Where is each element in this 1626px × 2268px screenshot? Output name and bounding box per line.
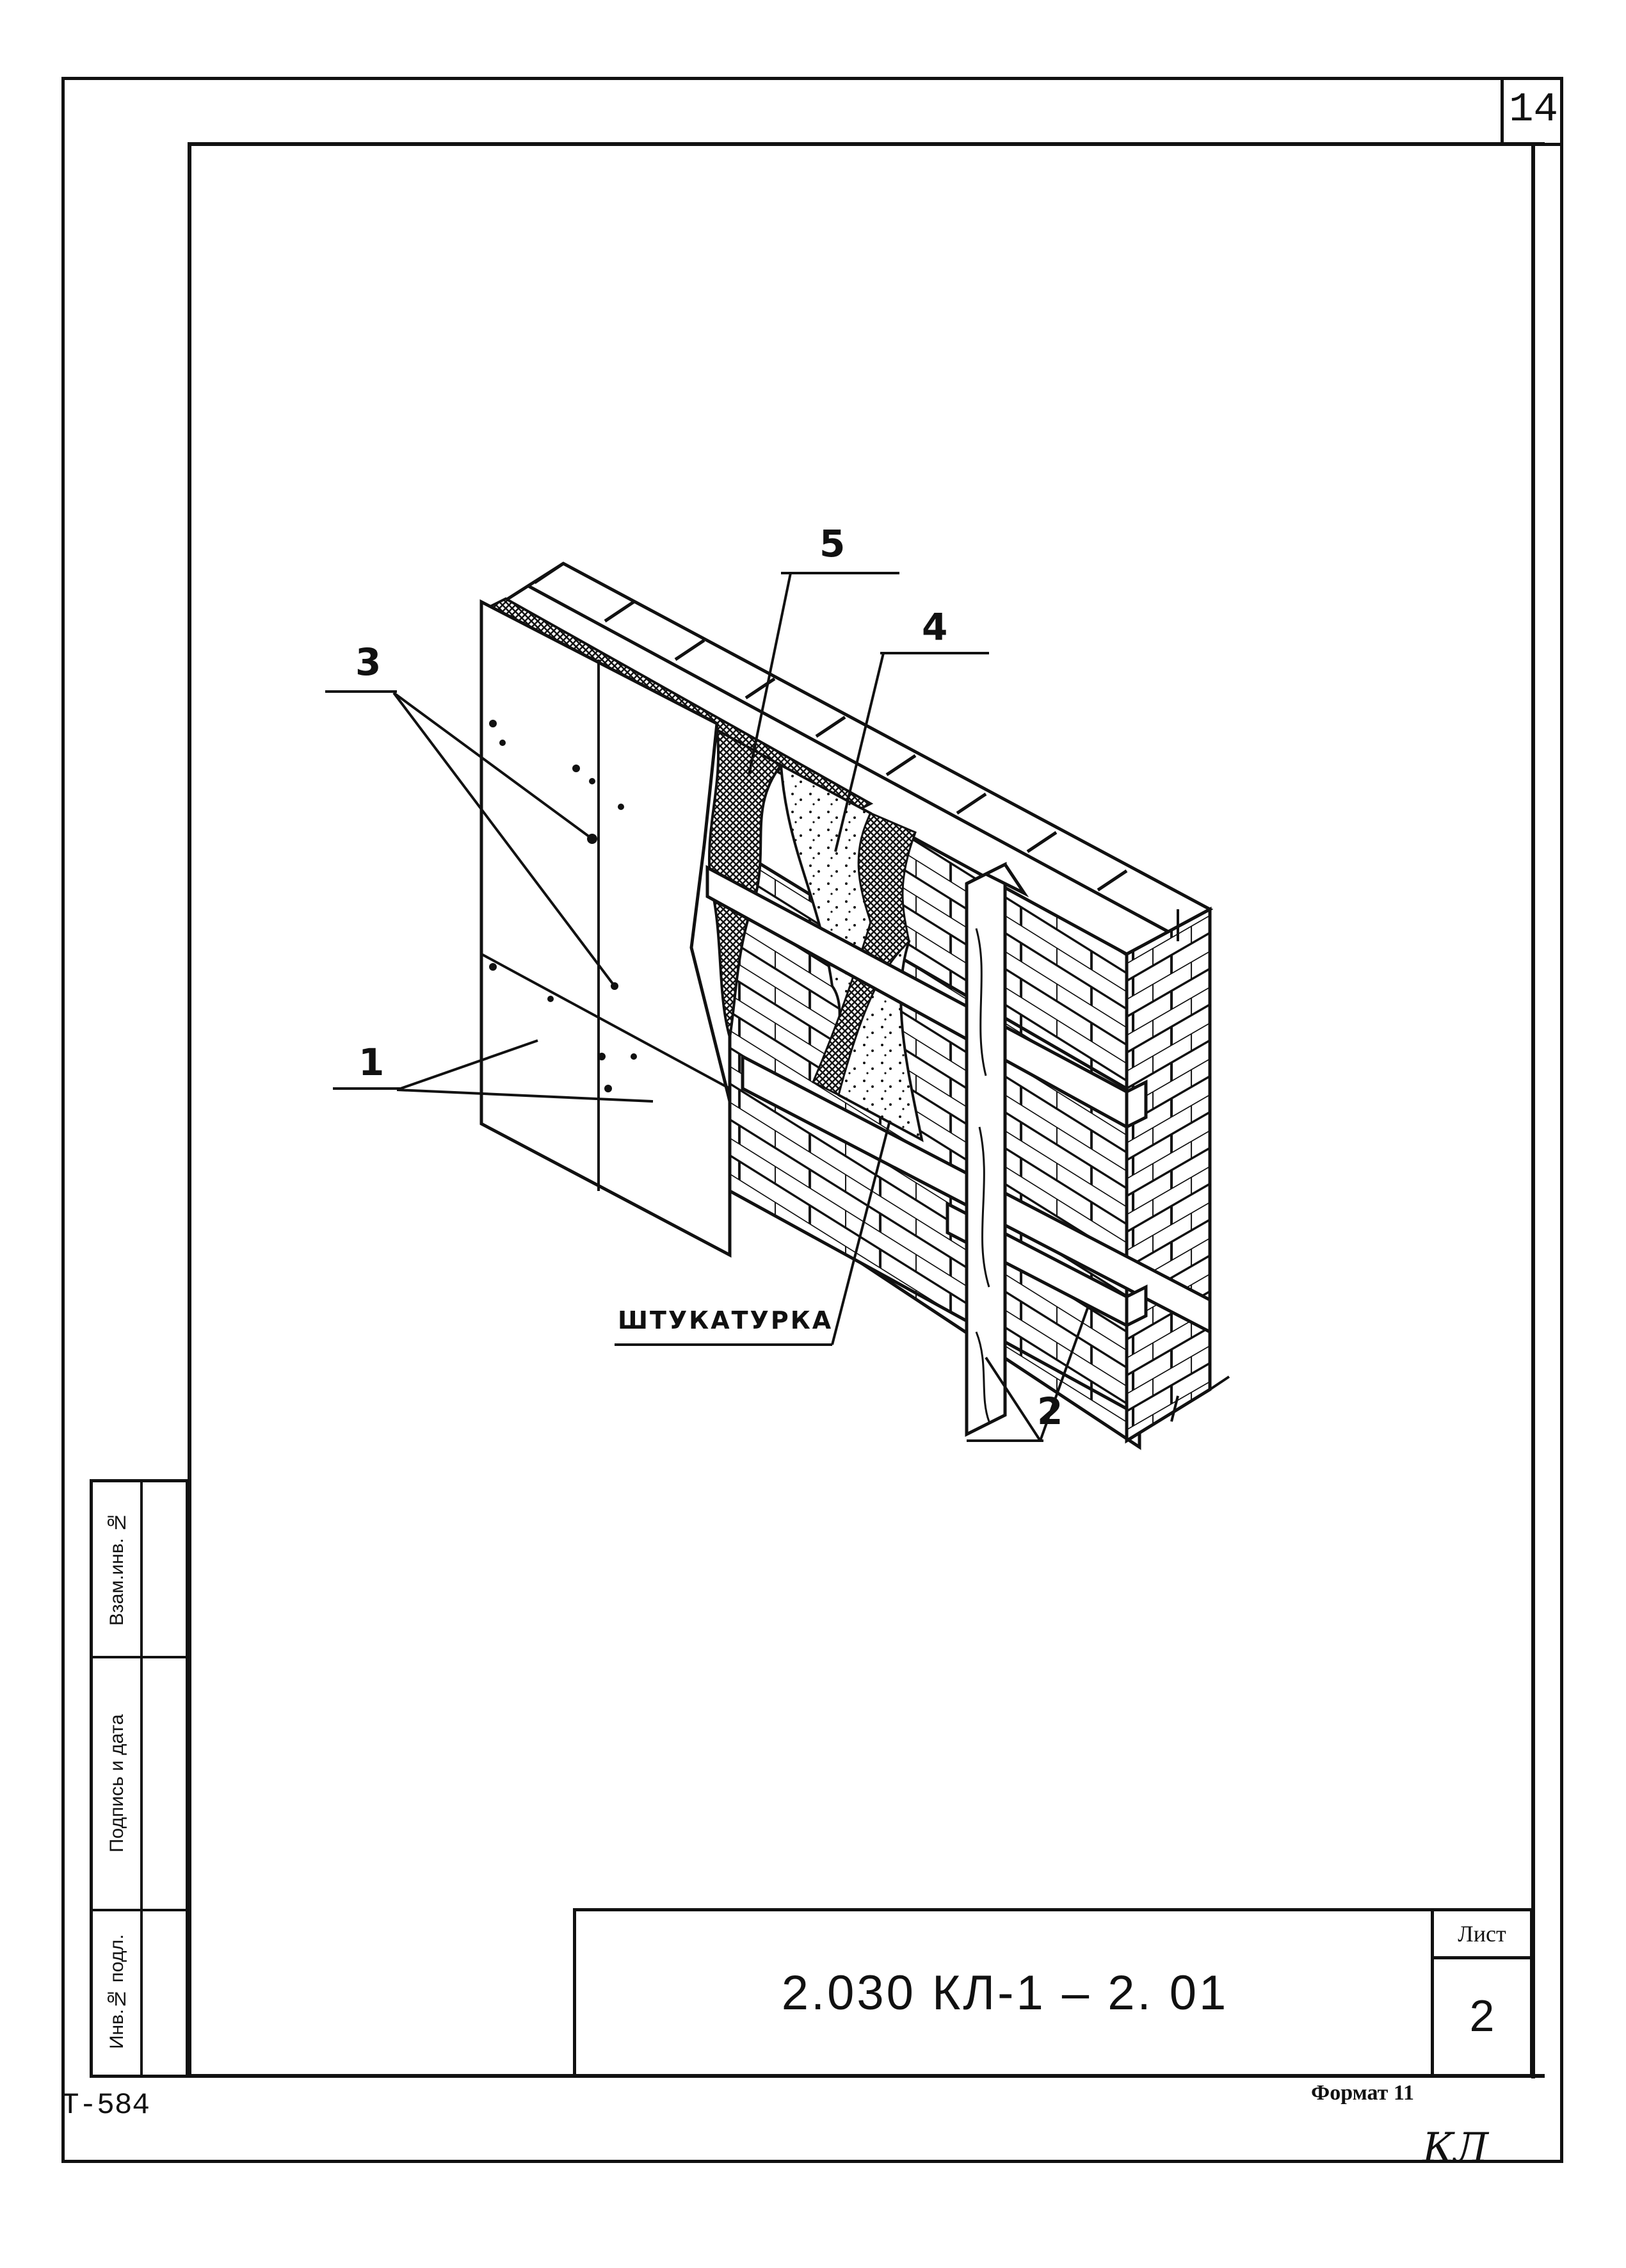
outer-frame [61,77,1563,2163]
sign-date-label: Подпись и дата [106,1714,127,1852]
title-block: 2.030 КЛ-1 – 2. 01 Лист 2 [573,1908,1533,2078]
vertical-batten [965,861,1029,1438]
sheet-label: Лист [1434,1911,1530,1959]
brick-wall-end [1125,906,1212,1444]
brick-wall-top [490,562,1214,956]
initials-handwritten: КЛ [1422,2125,1488,2172]
format-label: Формат 11 [1311,2081,1414,2105]
leader-lines [325,572,1090,1442]
label-5: 5 [819,522,846,565]
label-1: 1 [358,1041,385,1084]
sheet-corner-number: 14 [1501,77,1563,146]
side-cell-replace-inv: Взам.инв. № [93,1482,189,1658]
replace-inv-label: Взам.инв. № [106,1511,127,1626]
side-strip-label-column [93,1482,143,2075]
label-2: 2 [1037,1389,1063,1433]
document-code: 2.030 КЛ-1 – 2. 01 [781,1966,1229,2020]
label-4: 4 [922,605,948,649]
label-stucco: ШТУКАТУРКА [618,1306,833,1334]
side-cell-sign-date: Подпись и дата [93,1658,189,1911]
sheet-cell: Лист 2 [1431,1911,1530,2075]
footer-left-code: Т-584 [61,2089,150,2122]
sheet-number: 2 [1469,1990,1495,2041]
label-3: 3 [355,640,382,684]
side-cell-inv-no: Инв.№ подл. [93,1911,189,2075]
inv-no-label: Инв.№ подл. [106,1934,127,2049]
inner-frame-right-edge [1531,146,1535,2078]
wall-end-marks [1170,909,1230,1422]
approval-side-strip: Взам.инв. № Подпись и дата Инв.№ подл. [90,1479,189,2078]
vapour-barrier-layer [707,727,784,1038]
finishing-sheets [479,599,732,1258]
